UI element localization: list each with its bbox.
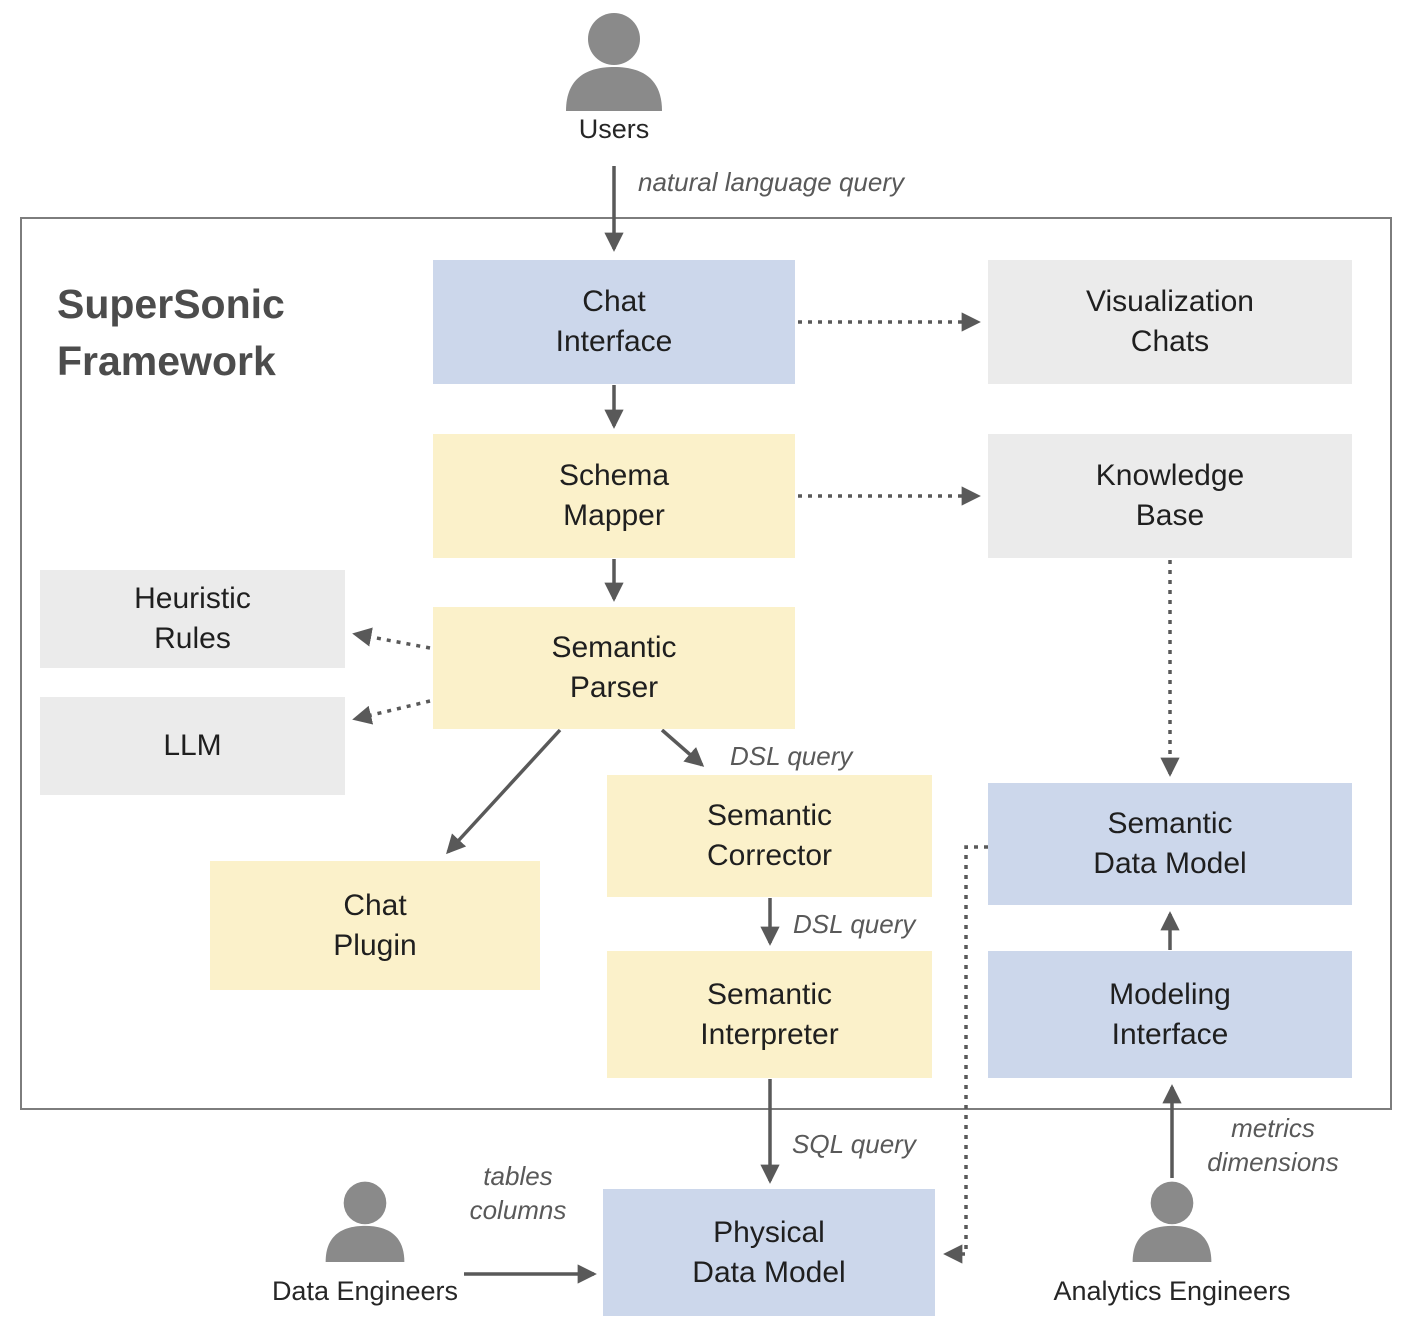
edge-label-metrics-dimensions: metrics dimensions (1207, 1113, 1339, 1177)
edge-semantic-parser-to-llm (352, 699, 431, 725)
node-heuristic-rules: Heuristic Rules (40, 570, 345, 668)
edge-label-natural-language-query: natural language query (638, 167, 904, 197)
analytics-engineers-label: Analytics Engineers (1053, 1276, 1291, 1306)
node-llm: LLM (40, 697, 345, 795)
analytics-engineers-icon (1132, 1181, 1212, 1262)
edge-label-dsl-query-1: DSL query (730, 741, 853, 771)
node-semantic-interpreter: Semantic Interpreter (607, 951, 932, 1078)
data-engineers-label: Data Engineers (271, 1276, 459, 1306)
edge-label-dsl-query-2: DSL query (793, 909, 916, 939)
node-schema-mapper: Schema Mapper (433, 434, 795, 558)
users-icon (566, 13, 662, 111)
node-physical-data-model: Physical Data Model (603, 1189, 935, 1316)
node-semantic-data-model: Semantic Data Model (988, 783, 1352, 905)
node-chat-interface: Chat Interface (433, 260, 795, 384)
data-engineers-icon (325, 1181, 405, 1262)
users-label: Users (578, 114, 650, 144)
framework-boundary (20, 217, 1392, 1110)
edge-label-sql-query: SQL query (792, 1129, 916, 1159)
node-chat-plugin: Chat Plugin (210, 861, 540, 990)
edge-semantic-data-model-to-physical-data-model (943, 845, 988, 1264)
node-semantic-corrector: Semantic Corrector (607, 775, 932, 897)
node-semantic-parser: Semantic Parser (433, 607, 795, 729)
node-modeling-interface: Modeling Interface (988, 951, 1352, 1078)
framework-title: SuperSonic Framework (57, 281, 285, 384)
edge-semantic-parser-to-heuristic-rules (352, 627, 431, 650)
node-knowledge-base: Knowledge Base (988, 434, 1352, 558)
edge-semantic-parser-to-semantic-corrector (660, 728, 705, 767)
edge-label-tables-columns: tables columns (469, 1161, 567, 1225)
edge-semantic-parser-to-chat-plugin (446, 728, 562, 855)
node-visualization-chats: Visualization Chats (988, 260, 1352, 384)
